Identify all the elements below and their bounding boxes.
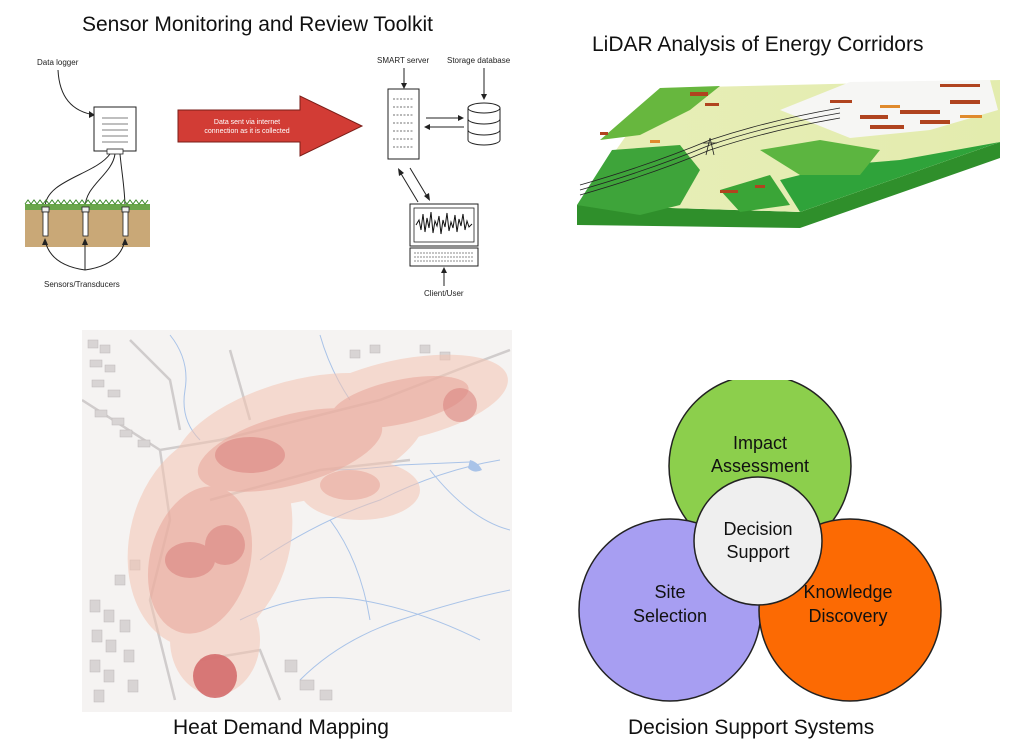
lidar-terrain-visualization (577, 80, 1000, 228)
decision-support-venn-diagram: Impact Assessment Site Selection Knowled… (578, 380, 942, 702)
svg-text:connection as it is collected: connection as it is collected (204, 128, 289, 135)
client-user-label: Client/User (424, 289, 464, 298)
heat-hotspot-marker (193, 654, 237, 698)
center-label-line2: Support (726, 542, 789, 562)
database-icon (467, 102, 501, 146)
lidar-panel-title: LiDAR Analysis of Energy Corridors (592, 33, 924, 56)
site-label-line1: Site (654, 582, 685, 602)
svg-text:Data sent via internet: Data sent via internet (214, 119, 280, 126)
data-logger-icon (93, 106, 137, 155)
data-transfer-arrow: Data sent via internet connection as it … (177, 95, 364, 157)
sensor-probe-icons (41, 206, 130, 237)
sensor-monitoring-diagram: Data logger Sensors/Transducers D (24, 56, 511, 298)
heat-demand-map (82, 330, 512, 712)
heat-density-overlay (127, 354, 508, 698)
impact-label-line1: Impact (733, 433, 787, 453)
center-label-line1: Decision (723, 519, 792, 539)
pylon-icon (703, 137, 717, 156)
data-logger-label: Data logger (37, 58, 79, 67)
knowledge-label-line1: Knowledge (803, 582, 892, 602)
storage-database-label: Storage database (447, 56, 511, 65)
sensor-panel-title: Sensor Monitoring and Review Toolkit (82, 13, 433, 36)
client-computer-icon (409, 203, 479, 267)
impact-label-line2: Assessment (711, 456, 809, 476)
heat-panel-title: Heat Demand Mapping (173, 716, 389, 739)
site-label-line2: Selection (633, 606, 707, 626)
knowledge-label-line2: Discovery (808, 606, 887, 626)
sensors-label: Sensors/Transducers (44, 280, 120, 289)
dss-panel-title: Decision Support Systems (628, 716, 875, 739)
decision-support-circle (693, 476, 823, 606)
server-icon (387, 88, 420, 160)
smart-server-label: SMART server (377, 56, 429, 65)
